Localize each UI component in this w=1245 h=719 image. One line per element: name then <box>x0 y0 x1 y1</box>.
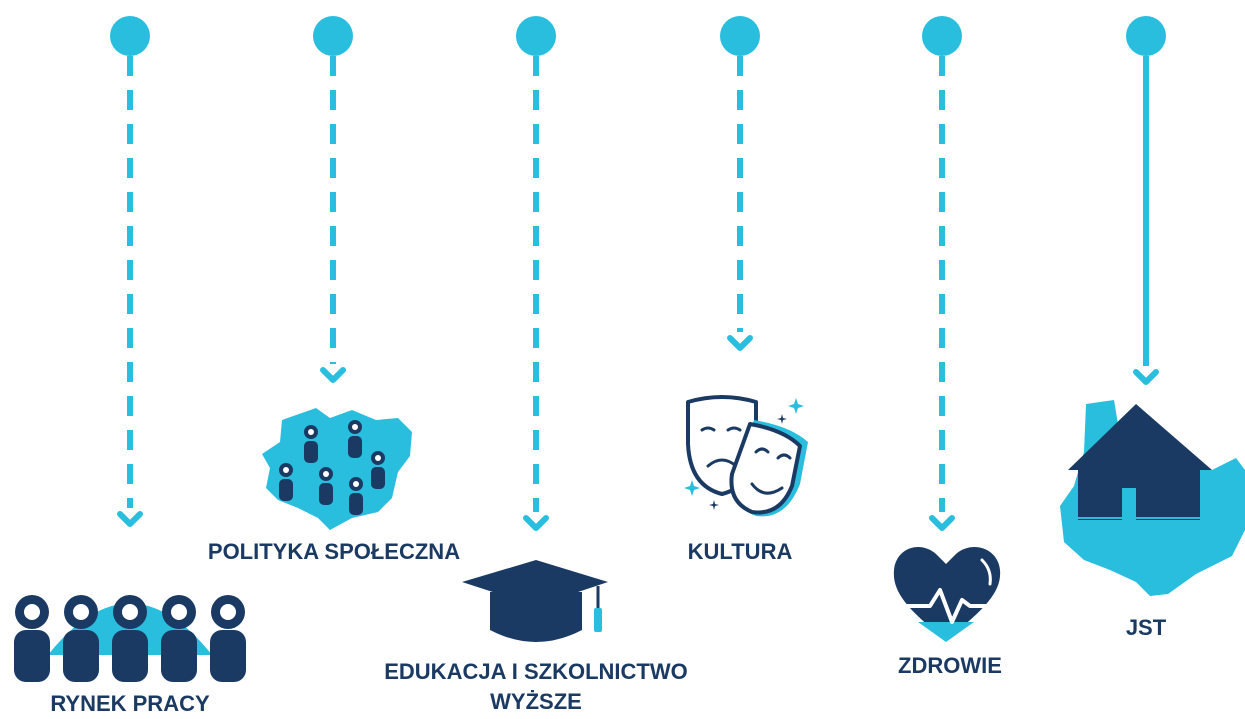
connector-dot <box>516 16 556 56</box>
graduation-cap-icon <box>462 560 608 642</box>
arrow-head-icon <box>727 335 753 351</box>
connector-dot <box>922 16 962 56</box>
heart-pulse-icon <box>893 547 1001 642</box>
theater-masks-icon <box>684 395 808 517</box>
arrow-head-icon <box>320 367 346 383</box>
column-zdrowie <box>893 16 1001 642</box>
label-polityka-spoleczna: POLITYKA SPOŁECZNA <box>207 539 461 564</box>
column-polityka-spoleczna <box>262 16 412 530</box>
column-edukacja <box>462 16 608 642</box>
arrow-head-icon <box>929 515 955 531</box>
column-rynek-pracy <box>14 16 246 682</box>
column-jst <box>1060 16 1245 596</box>
label-jst: JST <box>1125 615 1167 640</box>
arrow-head-icon <box>1133 369 1159 385</box>
column-kultura <box>684 16 808 517</box>
connector-dot <box>720 16 760 56</box>
arrow-head-icon <box>523 515 549 531</box>
region-map-people-icon <box>262 408 412 530</box>
label-edukacja-line2: WYŻSZE <box>490 689 582 714</box>
label-edukacja-line1: EDUKACJA I SZKOLNICTWO <box>384 659 688 684</box>
arrow-head-icon <box>117 511 143 527</box>
label-rynek-pracy: RYNEK PRACY <box>50 691 210 716</box>
connector-dot <box>313 16 353 56</box>
label-zdrowie: ZDROWIE <box>898 653 1002 678</box>
workers-group-icon <box>14 595 246 682</box>
connector-dot <box>110 16 150 56</box>
house-region-icon <box>1060 400 1245 596</box>
label-kultura: KULTURA <box>687 539 793 564</box>
connector-dot <box>1126 16 1166 56</box>
